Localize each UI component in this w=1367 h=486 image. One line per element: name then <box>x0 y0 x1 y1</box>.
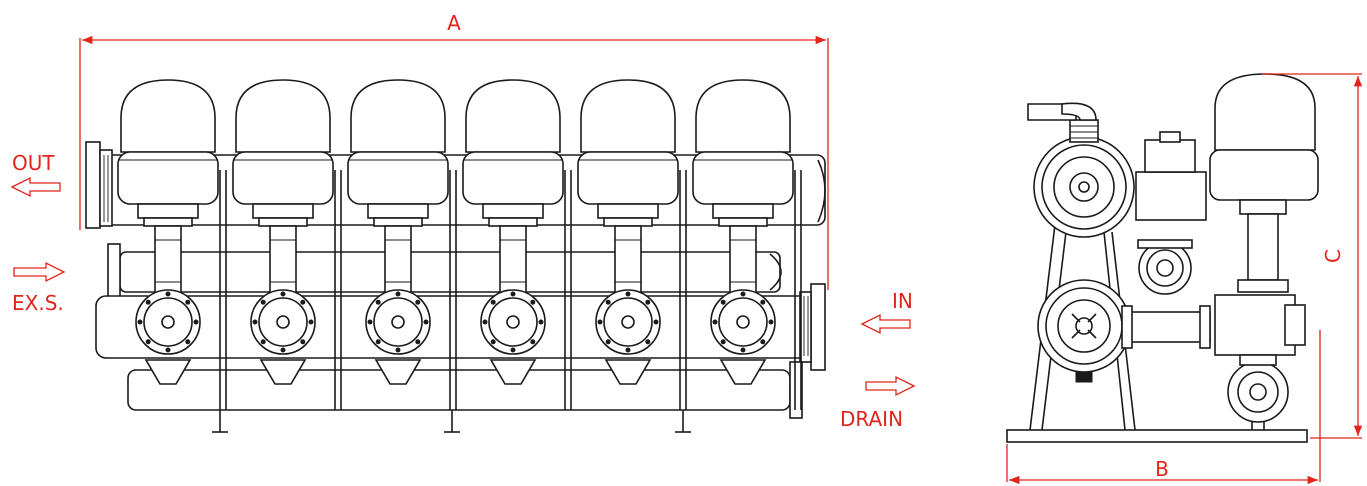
dimension-b: B <box>1006 330 1321 485</box>
out-label: OUT <box>12 151 55 175</box>
base-plate <box>1006 429 1308 443</box>
out-arrow: OUT <box>10 151 61 198</box>
connector-pipe <box>1121 305 1211 349</box>
filter-unit <box>117 79 227 410</box>
dimension-c-label: C <box>1321 249 1345 263</box>
drain-arrow: DRAIN <box>840 375 916 431</box>
side-valve <box>1214 294 1306 430</box>
filter-units <box>117 79 802 410</box>
legs <box>212 410 691 433</box>
drain-manifold <box>127 361 803 419</box>
filter-unit <box>462 79 572 410</box>
filter-unit <box>577 79 687 410</box>
exhaust-arrow: EX.S. <box>12 261 66 315</box>
filter-unit <box>692 79 802 410</box>
dimension-a: A <box>79 11 829 290</box>
front-view: A <box>10 11 916 433</box>
side-view: B C <box>1006 73 1363 485</box>
dimension-a-label: A <box>447 11 461 35</box>
outlet-housing <box>1027 102 1135 238</box>
drain-label: DRAIN <box>840 407 903 431</box>
dimension-b-label: B <box>1155 457 1169 481</box>
side-filter-cap <box>1209 73 1319 293</box>
in-arrow: IN <box>860 289 913 335</box>
filter-unit <box>347 79 457 410</box>
in-label: IN <box>892 289 913 313</box>
filter-unit <box>232 79 342 410</box>
inlet-housing <box>1037 279 1131 383</box>
dimension-c: C <box>1262 73 1363 439</box>
center-valve <box>1135 131 1207 295</box>
exhaust-label: EX.S. <box>12 291 64 315</box>
